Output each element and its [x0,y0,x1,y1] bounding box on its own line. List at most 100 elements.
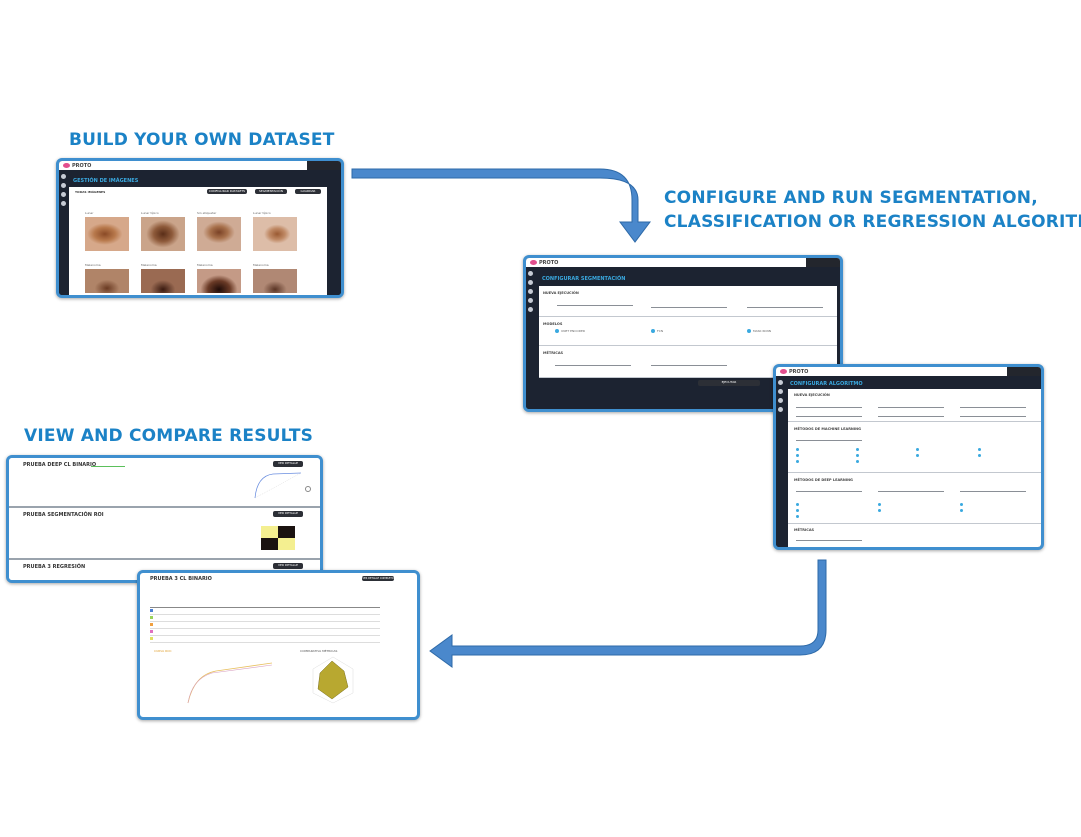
view-full-detail-button[interactable]: VER DETALLE COMPLETO [362,576,394,581]
type-select[interactable] [960,402,1026,408]
task-select[interactable] [796,411,862,417]
model-label: FCN [657,329,664,333]
skin-lesion-image[interactable] [85,217,129,251]
dl-select[interactable] [878,486,944,492]
sidebar-icon-dataset[interactable] [528,280,533,285]
ml-method-checkbox[interactable] [796,454,799,457]
metric-select[interactable] [555,360,631,366]
table-row[interactable] [150,608,380,615]
type-select[interactable] [747,302,823,308]
sidebar-icon-home[interactable] [528,271,533,276]
segmentation-button[interactable]: SEGMENTACIÓN [255,189,287,194]
ml-method-checkbox[interactable] [856,448,859,451]
sidebar-icon-results[interactable] [778,407,783,412]
image-label: Lunar típico [253,211,271,215]
sidebar-icon-home[interactable] [778,380,783,385]
results-list-screenshot: PRUEBA DEEP CL BINARIO VER DETALLE PRUEB… [6,455,323,583]
ml-method-checkbox[interactable] [796,460,799,463]
ml-method-checkbox[interactable] [856,460,859,463]
table-row[interactable] [150,615,380,622]
sidebar-icon-dataset[interactable] [778,389,783,394]
dataset-select[interactable] [651,302,727,308]
ml-select[interactable] [796,435,862,441]
skin-lesion-image[interactable] [253,217,297,251]
app-logo: PROTO [780,369,808,375]
legend-swatch [150,630,153,633]
ml-method-checkbox[interactable] [978,454,981,457]
configure-datasets-button[interactable]: CONFIGURAR DATASETS [207,189,247,194]
section-label: MODELOS [543,322,563,326]
view-detail-button[interactable]: VER DETALLE [273,461,303,467]
split-select[interactable] [960,411,1026,417]
headline-view-results: VIEW AND COMPARE RESULTS [24,426,314,446]
dl-method-checkbox[interactable] [960,503,963,506]
dl-method-checkbox[interactable] [796,509,799,512]
dl-method-checkbox[interactable] [796,503,799,506]
detail-title: PRUEBA 3 CL BINARIO [150,576,212,582]
table-row[interactable] [150,636,380,643]
user-menu[interactable] [307,161,341,170]
model-checkbox[interactable] [651,329,655,333]
dl-method-checkbox[interactable] [878,509,881,512]
sidebar-icon-results[interactable] [61,201,66,206]
table-row[interactable] [150,622,380,629]
sidebar-icon-segmentation[interactable] [528,289,533,294]
sidebar-icon-results[interactable] [528,298,533,303]
metric-select[interactable] [796,535,862,541]
legend-swatch [150,637,153,640]
section-label: NUEVA EJECUCIÓN [543,291,579,295]
table-row[interactable] [150,629,380,636]
run-button[interactable]: EJECUTAR [698,380,760,386]
progress-bar [91,466,125,467]
metric-select[interactable] [651,360,727,366]
sidebar-icon-home[interactable] [61,174,66,179]
model-checkbox[interactable] [747,329,751,333]
skin-lesion-image[interactable] [253,269,297,293]
radar-series [317,660,349,700]
sidebar-icon-segmentation[interactable] [61,192,66,197]
dl-method-checkbox[interactable] [878,503,881,506]
sidebar [59,170,68,295]
name-field[interactable] [557,300,633,306]
radar-chart [312,656,354,704]
skin-lesion-image[interactable] [141,269,185,293]
dl-method-checkbox[interactable] [796,515,799,518]
dl-select[interactable] [960,486,1026,492]
result-card[interactable]: PRUEBA DEEP CL BINARIO VER DETALLE [9,458,320,508]
roc-chart-label: CURVA ROC [154,649,172,653]
models-section: MODELOS UNET ENCODER FCN MASK RCNN [539,317,837,346]
ml-method-checkbox[interactable] [916,454,919,457]
view-detail-button[interactable]: VER DETALLE [273,563,303,569]
metrics-chart-label: COMPARATIVA MÉTRICAS [300,649,338,653]
result-card[interactable]: PRUEBA SEGMENTACIÓN ROI VER DETALLE [9,508,320,560]
ml-method-checkbox[interactable] [856,454,859,457]
dl-select[interactable] [796,486,862,492]
dataset-select[interactable] [878,402,944,408]
skin-lesion-image[interactable] [85,269,129,293]
skin-lesion-image[interactable] [197,269,241,293]
sidebar-icon-segmentation[interactable] [778,398,783,403]
dl-method-checkbox[interactable] [960,509,963,512]
skin-lesion-image[interactable] [197,217,241,251]
ml-method-checkbox[interactable] [916,448,919,451]
dataset-screenshot: PROTO GESTIÓN DE IMÁGENES TODAS IMÁGENES… [56,158,344,298]
save-button[interactable]: GUARDAR [295,189,321,194]
ml-method-checkbox[interactable] [796,448,799,451]
top-bar: PROTO [59,161,341,170]
view-detail-button[interactable]: VER DETALLE [273,511,303,517]
result-title: PRUEBA DEEP CL BINARIO [23,462,97,468]
features-select[interactable] [878,411,944,417]
sidebar-icon-settings[interactable] [528,307,533,312]
ml-method-checkbox[interactable] [978,448,981,451]
algorithm-panel: NUEVA EJECUCIÓN MÉTODOS DE MACHINE LEARN… [788,389,1041,547]
top-bar: PROTO [776,367,1041,376]
sidebar-icon-dataset[interactable] [61,183,66,188]
download-icon[interactable] [305,486,311,492]
model-checkbox[interactable] [555,329,559,333]
name-field[interactable] [796,402,862,408]
user-menu[interactable] [806,258,840,267]
roc-chart [187,662,273,704]
skin-lesion-image[interactable] [141,217,185,251]
image-label: Melanoma [197,263,213,267]
user-menu[interactable] [1007,367,1041,376]
